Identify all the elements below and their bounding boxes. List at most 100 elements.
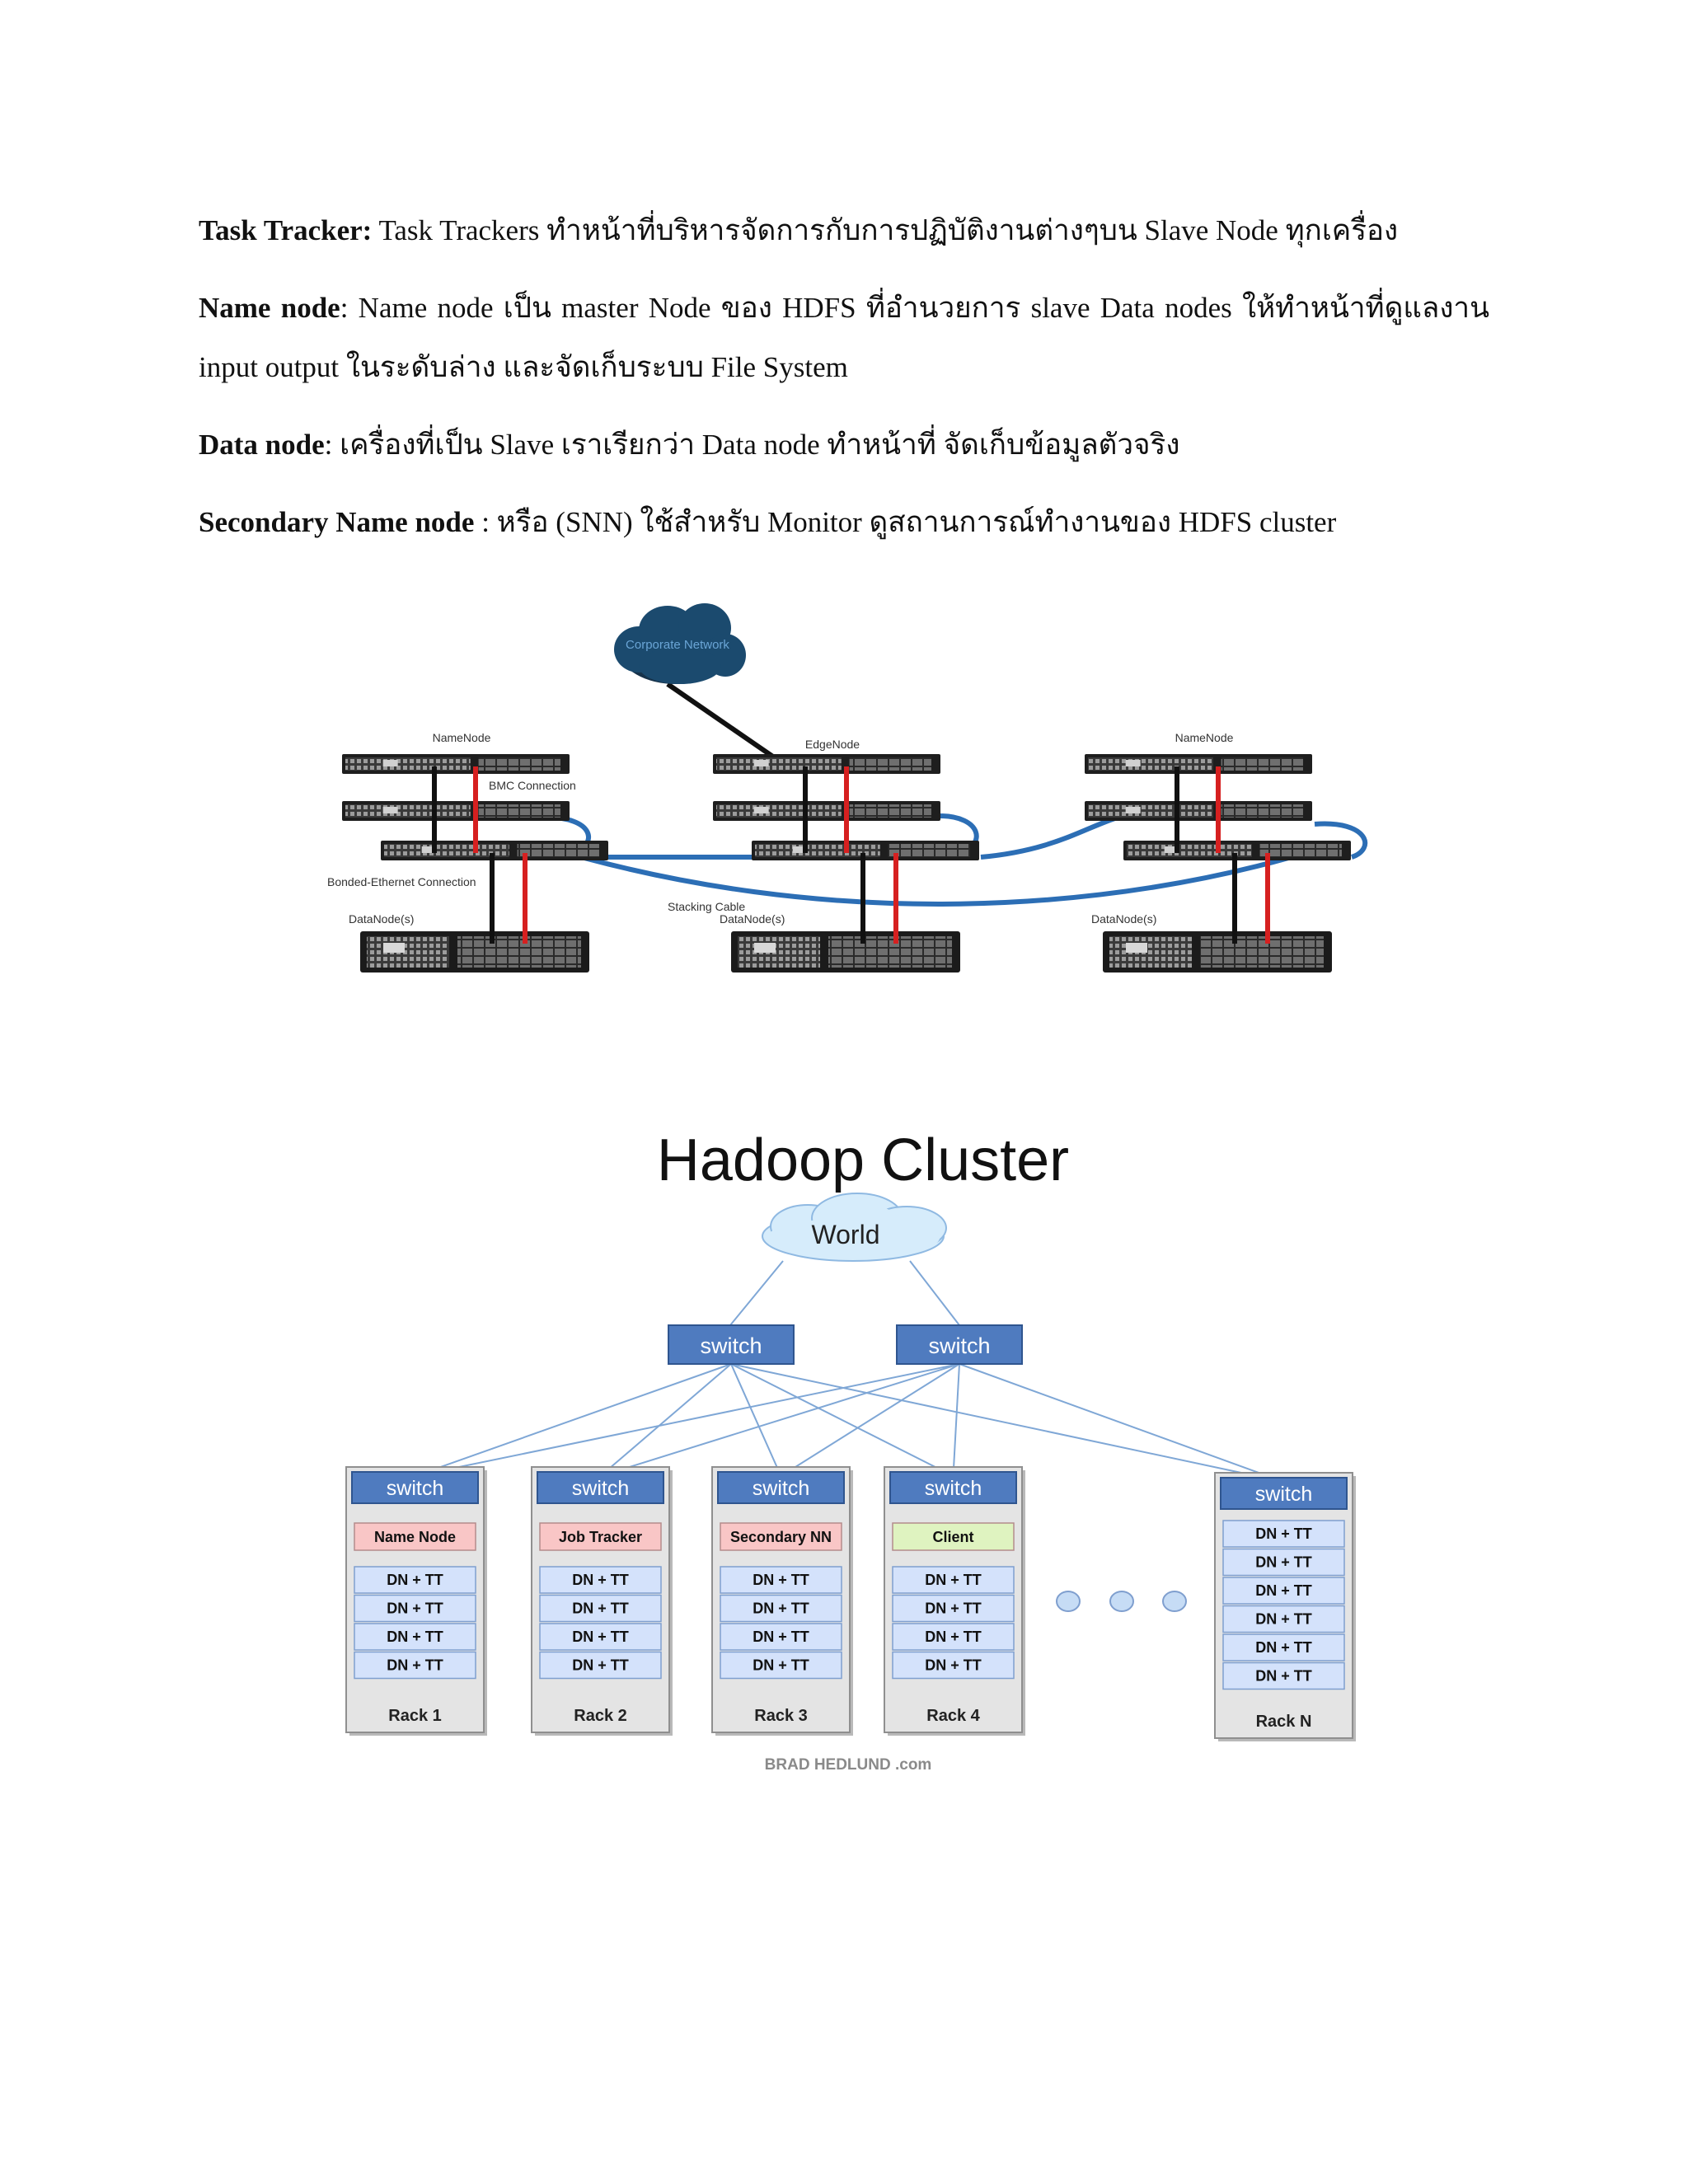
paragraph-data-node: Data node: เครื่องที่เป็น Slave เราเรียก… [199, 415, 1179, 475]
datanode-box [539, 1623, 662, 1651]
datanode-label: DN + TT [572, 1601, 629, 1617]
datanode-box [1222, 1633, 1345, 1661]
network-switch-icon [752, 841, 979, 860]
rack-label: Rack 2 [574, 1707, 627, 1725]
text-data-node: : เครื่องที่เป็น Slave เราเรียกว่า Data … [324, 429, 1180, 461]
rack-switch [1220, 1477, 1348, 1510]
ellipsis-dots [1056, 1591, 1187, 1612]
datanode-label: DN + TT [925, 1572, 982, 1588]
rack-switch-label: switch [1255, 1483, 1312, 1506]
network-switch-icon [713, 801, 940, 821]
datanode-box [892, 1651, 1015, 1680]
network-switch-icon [1085, 801, 1312, 821]
datanode-label: DN + TT [387, 1601, 443, 1617]
core-switch: switch [668, 1324, 795, 1365]
rack-role-label: Secondary NN [730, 1529, 832, 1545]
stacking-cable-main [543, 844, 1328, 907]
rack-role-box [539, 1522, 662, 1551]
datanode-label: DN + TT [925, 1657, 982, 1674]
datanode-box [1222, 1577, 1345, 1605]
datanode-label: DN + TT [1255, 1668, 1312, 1685]
rack-switch [537, 1471, 664, 1504]
datanode-box [1222, 1520, 1345, 1548]
core-switch-label: switch [928, 1333, 990, 1358]
text-name-node: : Name node เป็น master Node ของ HDFS ที… [199, 292, 1490, 383]
datanode-label: DataNode(s) [1091, 912, 1156, 926]
datanode-label: DN + TT [387, 1657, 443, 1674]
stacking-cable-right [1314, 821, 1368, 860]
paragraph-secondary-name-node: Secondary Name node : หรือ (SNN) ใช้สำหร… [199, 493, 1336, 552]
datanode-label: DN + TT [572, 1572, 629, 1588]
hadoop-cluster-title: Hadoop Cluster [657, 1127, 1069, 1193]
rack-role-box [720, 1522, 842, 1551]
datanode-box [539, 1651, 662, 1680]
datanode-label: DN + TT [1255, 1554, 1312, 1571]
datanode-label: DN + TT [1255, 1582, 1312, 1599]
rack-switch-label: switch [387, 1477, 443, 1500]
server-1u-node-icon [342, 754, 570, 774]
rack-switch-label: switch [572, 1477, 629, 1500]
rack-label: Rack 4 [926, 1707, 980, 1725]
corporate-network-cloud-icon: Corporate Network [614, 603, 746, 684]
world-label: World [812, 1220, 880, 1249]
datanode-label: DN + TT [753, 1629, 809, 1645]
datanode-box [720, 1566, 842, 1594]
bonded-ethernet-label: Bonded-Ethernet Connection [327, 875, 476, 888]
rack-switch-label: switch [753, 1477, 809, 1500]
paragraph-name-node: Name node: Name node เป็น master Node ขอ… [199, 279, 1489, 397]
datanode-label: DN + TT [1255, 1639, 1312, 1656]
term-secondary-name-node: Secondary Name node [199, 506, 475, 538]
cloud-link [666, 682, 781, 763]
datanode-label: DN + TT [925, 1629, 982, 1645]
datanode-label: DN + TT [753, 1601, 809, 1617]
datanode-label: DN + TT [572, 1629, 629, 1645]
datanode-box [1222, 1605, 1345, 1633]
server-group-top-label: EdgeNode [805, 738, 860, 751]
world-cloud-icon: World [762, 1193, 947, 1262]
datanode-label: DN + TT [387, 1572, 443, 1588]
datanode-box [354, 1594, 476, 1623]
rack-role-label: Name Node [374, 1529, 456, 1545]
datanode-box [720, 1594, 842, 1623]
core-switch-label: switch [700, 1333, 762, 1358]
network-switch-icon [1123, 841, 1351, 860]
datanode-label: DataNode(s) [349, 912, 414, 926]
rack-role-label: Job Tracker [559, 1529, 642, 1545]
datanode-label: DN + TT [1255, 1526, 1312, 1542]
datanode-label: DN + TT [925, 1601, 982, 1617]
datanode-box [720, 1623, 842, 1651]
rack-switch [889, 1471, 1017, 1504]
rack-role-box [892, 1522, 1015, 1551]
server-group-top-label: NameNode [1175, 731, 1234, 744]
rack-label: Rack 3 [754, 1707, 808, 1725]
rack-switch-label: switch [925, 1477, 982, 1500]
datanode-label: DN + TT [753, 1657, 809, 1674]
datanode-label: DN + TT [753, 1572, 809, 1588]
datanode-label: DN + TT [387, 1629, 443, 1645]
datanode-box [1222, 1548, 1345, 1577]
datanode-box [539, 1594, 662, 1623]
server-1u-node-icon [713, 754, 940, 774]
term-task-tracker: Task Tracker: [199, 214, 373, 246]
datanode-box [354, 1566, 476, 1594]
datanode-box [539, 1566, 662, 1594]
text-task-tracker: Task Trackers ทำหน้าที่บริหารจัดการกับกา… [372, 214, 1399, 246]
datanode-box [720, 1651, 842, 1680]
rack-switch [351, 1471, 479, 1504]
paragraph-task-tracker: Task Tracker: Task Trackers ทำหน้าที่บริ… [199, 201, 1398, 260]
term-name-node: Name node [199, 292, 340, 324]
datanode-box [892, 1623, 1015, 1651]
datanode-box [892, 1566, 1015, 1594]
term-data-node: Data node [199, 429, 325, 461]
rack-5: switch DN + TT DN + TT DN + TT DN + TT DN + T… [1214, 1472, 1356, 1741]
datanode-box [354, 1623, 476, 1651]
rack-role-label: Client [932, 1529, 973, 1545]
datanode-server-icon [360, 931, 589, 972]
rack-switch [717, 1471, 845, 1504]
datanode-box [1222, 1661, 1345, 1690]
